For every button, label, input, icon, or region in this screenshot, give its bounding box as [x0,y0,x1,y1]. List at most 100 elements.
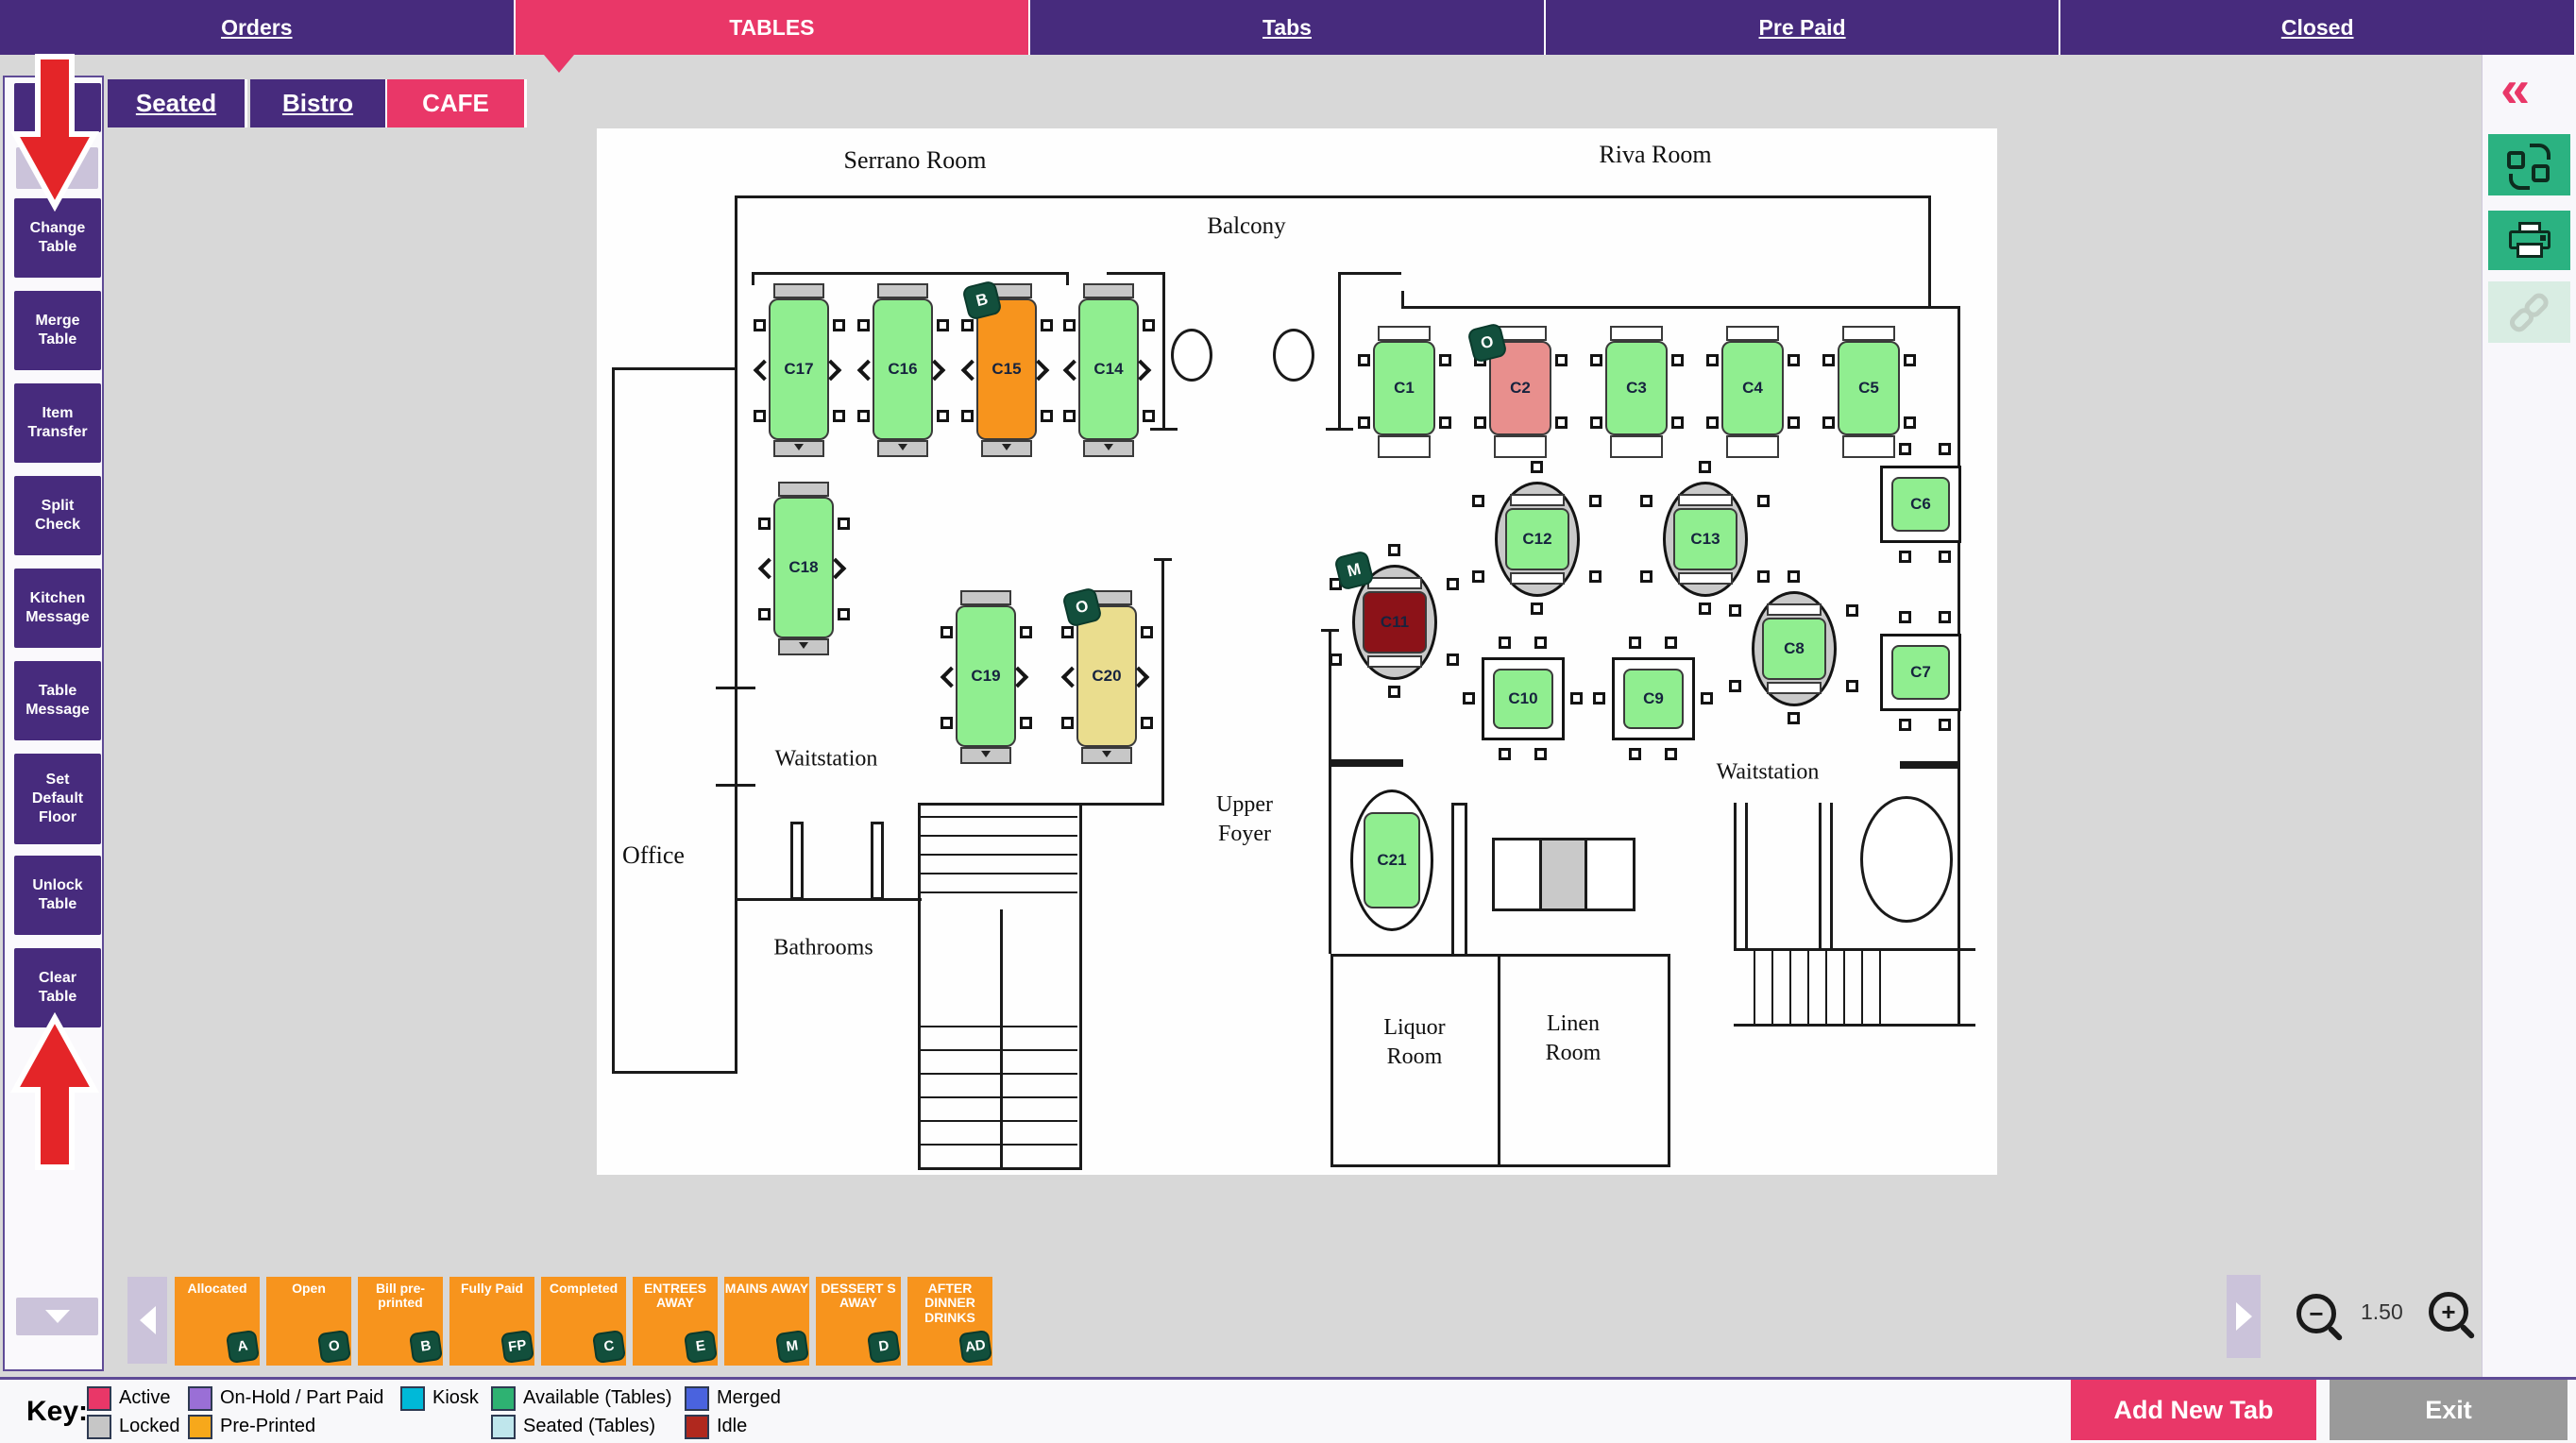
legend-swatch-active [87,1386,111,1411]
sidebar-button-kitchen-message[interactable]: Kitchen Message [14,569,101,648]
table-C20[interactable]: C20 [1076,605,1137,747]
seat-arrow-icon [1102,751,1111,757]
sidebar-scroll-down-button[interactable] [16,1298,98,1335]
table-C3[interactable]: C3 [1605,341,1668,435]
wall [1330,1164,1670,1167]
table-C9[interactable]: C9 [1623,669,1684,729]
table-C4[interactable]: C4 [1721,341,1784,435]
transfer-layout-button[interactable] [2488,134,2570,195]
wall [752,272,1069,275]
table-C10[interactable]: C10 [1493,669,1553,729]
wall [1734,803,1737,951]
floor-tab-cafe[interactable]: CAFE [387,79,527,127]
sidebar-button-change-table[interactable]: Change Table [14,198,101,278]
sidebar-button-merge-table[interactable]: Merge Table [14,291,101,370]
chair-icon [937,319,949,331]
legend-label: On-Hold / Part Paid [220,1387,384,1408]
chair-icon [1474,416,1486,429]
link-tables-button-disabled[interactable] [2488,281,2570,343]
chair-icon [1439,354,1451,366]
seat [1378,435,1431,458]
exit-button[interactable]: Exit [2330,1380,2568,1440]
add-new-tab-button[interactable]: Add New Tab [2071,1380,2316,1440]
zoom-out-button[interactable]: − [2296,1294,2336,1333]
seat [773,283,824,298]
table-C15[interactable]: C15 [976,298,1037,440]
wall [1734,948,1975,951]
wall [735,195,737,1074]
wall [1451,803,1467,806]
table-C21[interactable]: C21 [1364,812,1420,908]
table-C1[interactable]: C1 [1373,341,1435,435]
wall [1329,629,1331,954]
chair-icon [1590,354,1602,366]
tab-tabs[interactable]: Tabs [1030,0,1546,55]
table-C6[interactable]: C6 [1891,477,1950,532]
chair-icon [1729,604,1741,617]
chair-icon [1822,416,1835,429]
chair-icon [1063,319,1076,331]
seat [1610,326,1663,341]
seat [1678,494,1733,506]
table-C18[interactable]: C18 [773,497,834,638]
status-button-badge: O [316,1329,352,1365]
print-button[interactable] [2488,211,2570,270]
legend-swatch-pre-printed [188,1415,212,1439]
table-C19[interactable]: C19 [956,605,1016,747]
stair-tread [921,1049,1077,1051]
chair-icon [1555,416,1568,429]
chair-icon [1447,654,1459,666]
chair-icon [1706,354,1719,366]
sidebar-button-table-message[interactable]: Table Message [14,661,101,740]
tab-pre-paid[interactable]: Pre Paid [1545,0,2061,55]
chair-icon [1846,604,1858,617]
room-label-balcony: Balcony [1207,212,1286,239]
wall [1668,954,1670,1167]
chair-icon [1757,495,1770,507]
zoom-in-button[interactable]: + [2429,1292,2468,1332]
status-button-badge: M [774,1329,810,1365]
stair-tread [1861,951,1863,1024]
table-C16[interactable]: C16 [873,298,933,440]
table-C5[interactable]: C5 [1838,341,1900,435]
table-C17[interactable]: C17 [769,298,829,440]
status-scroll-left-button[interactable] [127,1277,167,1364]
floor-tab-bistro[interactable]: Bistro [250,79,388,127]
tab-label: Pre Paid [1758,14,1846,40]
sidebar-button-unlock-table[interactable]: Unlock Table [14,856,101,935]
sidebar-button-clear-table[interactable]: Clear Table [14,948,101,1027]
tab-closed[interactable]: Closed [2060,0,2576,55]
room-label-linen-room: Linen Room [1545,1010,1602,1065]
chair-icon [1447,578,1459,590]
seat [960,747,1011,764]
legend-swatch-seated-tables- [491,1415,516,1439]
tab-tables[interactable]: TABLES [515,0,1031,55]
status-scroll-right-button[interactable] [2227,1275,2261,1358]
sidebar-button-split-check[interactable]: Split Check [14,476,101,555]
table-C8[interactable]: C8 [1762,618,1826,680]
table-C12[interactable]: C12 [1505,508,1569,570]
table-C11[interactable]: C11 [1363,591,1427,654]
chair-icon [1788,712,1800,724]
chair-icon [1061,717,1074,729]
collapse-chevrons-icon[interactable]: « [2500,59,2531,118]
floor-tab-seated[interactable]: Seated [108,79,247,127]
table-C13[interactable]: C13 [1673,508,1737,570]
table-C14[interactable]: C14 [1078,298,1139,440]
legend-swatch-kiosk [400,1386,425,1411]
table-C7[interactable]: C7 [1891,645,1950,700]
sidebar-button-item-transfer[interactable]: Item Transfer [14,383,101,463]
tab-orders[interactable]: Orders [0,0,516,55]
sidebar-button-set-default-floor[interactable]: Set Default Floor [14,754,101,844]
legend-swatch-locked [87,1415,111,1439]
wall [1079,803,1082,1170]
